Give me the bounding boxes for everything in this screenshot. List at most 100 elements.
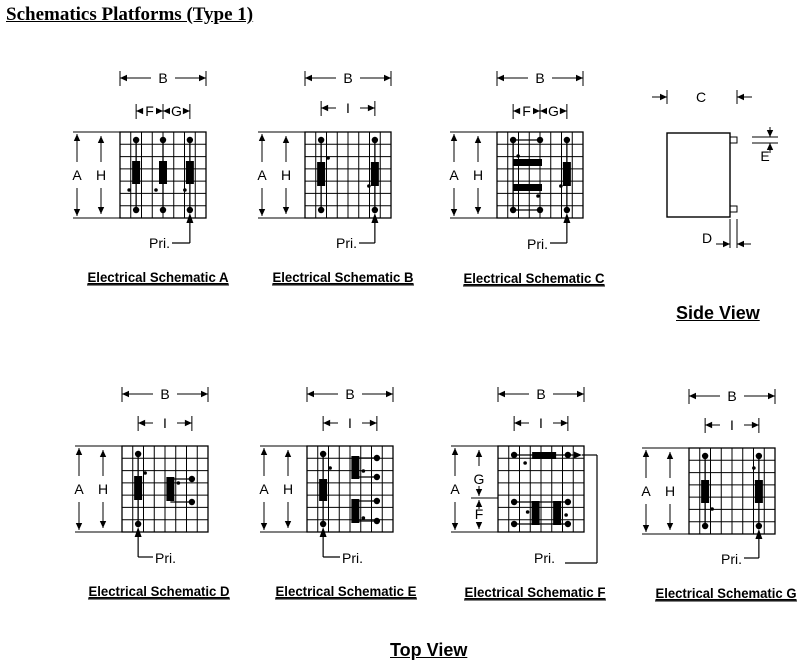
arrowhead — [99, 521, 107, 528]
polarity-dot — [559, 184, 563, 188]
arrowhead — [755, 529, 763, 539]
caption-schematic-a: Electrical Schematic A — [88, 269, 229, 285]
pin — [509, 136, 517, 144]
dimension-b-label: B — [160, 386, 169, 402]
arrowhead — [258, 209, 266, 216]
caption-schematic-e: Electrical Schematic E — [276, 583, 417, 599]
arrowhead — [497, 74, 504, 82]
primary-label: Pri. — [342, 550, 363, 566]
arrowhead — [156, 107, 163, 115]
pin — [755, 452, 763, 460]
arrowhead — [577, 390, 584, 398]
arrowhead — [642, 450, 650, 457]
polarity-dot — [516, 154, 520, 158]
dimension-h-label: H — [283, 481, 293, 497]
arrowhead — [122, 390, 129, 398]
dimension-i-label: I — [346, 100, 350, 116]
winding-bar — [754, 480, 763, 503]
winding-bar — [132, 161, 141, 184]
arrowhead — [766, 143, 774, 150]
dimension-i-label: I — [539, 415, 543, 431]
pin — [317, 136, 325, 144]
arrowhead — [384, 74, 391, 82]
polarity-dot — [328, 466, 332, 470]
arrowhead — [666, 452, 674, 459]
pin — [564, 520, 572, 528]
pin — [134, 450, 142, 458]
arrowhead — [75, 448, 83, 455]
board-outline — [688, 447, 776, 535]
dimension-f-label: F — [145, 103, 154, 119]
arrowhead — [533, 107, 540, 115]
arrowhead — [751, 421, 759, 429]
pin — [371, 206, 379, 214]
arrowhead — [120, 74, 127, 82]
pin — [186, 206, 194, 214]
board-outline — [306, 445, 394, 533]
arrowhead — [284, 521, 292, 528]
pin-stub — [729, 205, 738, 213]
winding-bar — [185, 161, 194, 184]
winding-bar — [553, 501, 562, 525]
pin — [132, 136, 140, 144]
arrowhead — [498, 390, 505, 398]
primary-label: Pri. — [149, 235, 170, 251]
arrowhead — [766, 130, 774, 137]
arrowhead — [305, 74, 312, 82]
dimension-a-label: A — [72, 167, 82, 183]
polarity-dot — [523, 461, 527, 465]
arrowhead — [723, 240, 730, 248]
primary-label: Pri. — [336, 235, 357, 251]
dimension-b-label: B — [535, 70, 544, 86]
polarity-dot — [326, 156, 330, 160]
pin — [371, 136, 379, 144]
caption-schematic-d: Electrical Schematic D — [89, 583, 230, 599]
caption-schematic-f: Electrical Schematic F — [465, 584, 606, 600]
arrowhead — [367, 104, 375, 112]
arrowhead — [201, 390, 208, 398]
board-outline — [497, 445, 585, 533]
primary-label: Pri. — [155, 550, 176, 566]
dimension-h-label: H — [96, 167, 106, 183]
dimension-h-label: H — [665, 483, 675, 499]
polarity-dot — [564, 513, 568, 517]
dimension-a-label: A — [450, 481, 460, 497]
dimension-d-label: D — [702, 230, 712, 246]
arrowhead — [540, 107, 547, 115]
arrowhead — [182, 107, 190, 115]
winding-bar — [134, 476, 143, 500]
dimension-i-label: I — [348, 415, 352, 431]
winding-bar — [532, 452, 557, 459]
arrowhead — [573, 451, 582, 459]
arrowhead — [474, 207, 482, 214]
polarity-dot — [154, 188, 158, 192]
arrowhead — [282, 136, 290, 143]
pin — [510, 451, 518, 459]
dimension-e-label: E — [760, 148, 769, 164]
arrowhead — [163, 107, 170, 115]
dimension-f-label: F — [522, 103, 531, 119]
arrowhead — [138, 419, 146, 427]
polarity-dot — [143, 471, 147, 475]
board-outline — [496, 131, 584, 219]
winding-bar — [317, 162, 326, 186]
pin — [563, 206, 571, 214]
polarity-dot — [183, 188, 187, 192]
winding-bar — [701, 480, 710, 503]
arrowhead — [258, 134, 266, 141]
arrowhead — [199, 74, 206, 82]
dimension-b-label: B — [158, 70, 167, 86]
arrowhead — [450, 209, 458, 216]
board-outline — [121, 445, 209, 533]
polarity-dot — [127, 188, 131, 192]
arrowhead — [386, 390, 393, 398]
arrowhead — [75, 523, 83, 530]
winding-bar — [370, 162, 379, 186]
dimension-i-label: I — [730, 417, 734, 433]
